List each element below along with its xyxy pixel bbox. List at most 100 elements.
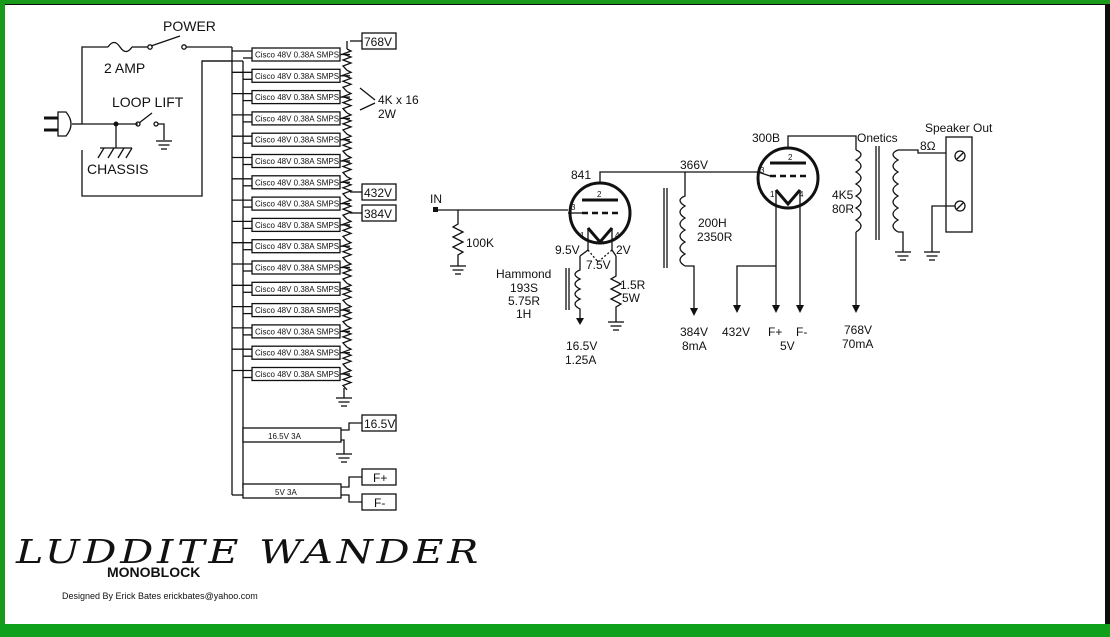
rail-fminus-box bbox=[361, 493, 397, 511]
supply-16v-label: 16.5V 3A bbox=[268, 432, 302, 441]
designer-credit: Designed By Erick Bates erickbates@yahoo… bbox=[62, 591, 258, 601]
mains-plug-icon bbox=[57, 111, 72, 137]
driver-pin3: 3 bbox=[571, 203, 576, 212]
bleeder-resistor bbox=[341, 325, 353, 348]
speaker-terminal-block bbox=[945, 136, 973, 233]
driver-pin1: 1 bbox=[580, 231, 585, 240]
output-pin4: 4 bbox=[799, 190, 804, 199]
output-fplus-label: F+ bbox=[768, 325, 782, 339]
interstage-coil bbox=[679, 172, 687, 267]
interstage-supply-arrow bbox=[690, 308, 698, 316]
driver-fil-mid-v: 7.5V bbox=[586, 258, 611, 272]
interstage-label-2: 2350R bbox=[697, 230, 733, 244]
smps-module-label: Cisco 48V 0.38A SMPS bbox=[255, 264, 339, 273]
smps-module-label: Cisco 48V 0.38A SMPS bbox=[255, 136, 339, 145]
ot-primary-coil bbox=[854, 149, 862, 233]
speaker-impedance-label: 8Ω bbox=[920, 139, 936, 153]
supply-16v-out bbox=[341, 422, 362, 431]
power-label: POWER bbox=[163, 18, 216, 34]
supply-16v-ground-icon bbox=[336, 453, 352, 463]
grid-ground-icon bbox=[450, 265, 466, 275]
interstage-supply-v: 384V bbox=[680, 325, 708, 339]
supply-5v-label: 5V 3A bbox=[275, 488, 297, 497]
smps-module-label: Cisco 48V 0.38A SMPS bbox=[255, 349, 339, 358]
output-fil-minus-arrow bbox=[796, 305, 804, 313]
bleeder-resistor bbox=[341, 48, 353, 71]
resistor-label-count: 4K x 16 bbox=[378, 93, 419, 107]
driver-supply-v: 16.5V bbox=[566, 339, 597, 353]
driver-plate-wire bbox=[599, 171, 685, 183]
smps-module-label: Cisco 48V 0.38A SMPS bbox=[255, 306, 339, 315]
smps-module-label: Cisco 48V 0.38A SMPS bbox=[255, 370, 339, 379]
supply-5v-plus-wire bbox=[341, 476, 362, 488]
smps-module-label: Cisco 48V 0.38A SMPS bbox=[255, 114, 339, 123]
bleeder-resistor-chain bbox=[341, 41, 353, 391]
smps-module-label: Cisco 48V 0.38A SMPS bbox=[255, 72, 339, 81]
driver-supply-i: 1.25A bbox=[565, 353, 596, 367]
bleeder-resistor bbox=[341, 176, 353, 199]
ot-supply-v: 768V bbox=[844, 323, 872, 337]
smps-module-label: Cisco 48V 0.38A SMPS bbox=[255, 93, 339, 102]
ot-label-secondary: 80R bbox=[832, 202, 854, 216]
cathode-resistor-label-1: 1.5R bbox=[620, 278, 646, 292]
supply-5v-box bbox=[242, 483, 342, 499]
output-fil-v: 5V bbox=[780, 339, 795, 353]
fuse-label: 2 AMP bbox=[104, 60, 145, 76]
driver-fil-right-v: 2V bbox=[616, 243, 631, 257]
output-tube-label: 300B bbox=[752, 131, 780, 145]
smps-module-label: Cisco 48V 0.38A SMPS bbox=[255, 221, 339, 230]
ot-secondary-coil bbox=[892, 149, 900, 233]
supply-5v-minus-wire bbox=[341, 494, 362, 503]
cathode-ground-icon bbox=[608, 321, 624, 331]
output-bias-arrow bbox=[733, 305, 741, 313]
loop-lift-label: LOOP LIFT bbox=[112, 94, 184, 110]
project-subtitle: MONOBLOCK bbox=[107, 564, 201, 580]
input-stage: IN 100K bbox=[430, 192, 568, 275]
rail-fplus-label: F+ bbox=[373, 471, 387, 485]
chain-ground-icon bbox=[336, 397, 352, 407]
output-bias-v: 432V bbox=[722, 325, 750, 339]
fuse-symbol bbox=[107, 41, 133, 53]
driver-tube-label: 841 bbox=[571, 168, 591, 182]
speaker-out-label: Speaker Out bbox=[925, 121, 993, 135]
output-grid-lead bbox=[685, 171, 771, 177]
smps-module-label: Cisco 48V 0.38A SMPS bbox=[255, 327, 339, 336]
bleeder-resistor bbox=[341, 91, 353, 114]
rail-768-label: 768V bbox=[364, 35, 392, 49]
bleeder-resistor bbox=[341, 112, 353, 135]
bottom-border-strip bbox=[0, 624, 1110, 637]
smps-module-label: Cisco 48V 0.38A SMPS bbox=[255, 51, 339, 60]
left-border-strip bbox=[0, 0, 5, 637]
cathode-resistor-label-2: 5W bbox=[622, 291, 641, 305]
driver-pin2: 2 bbox=[597, 190, 602, 199]
smps-modules: Cisco 48V 0.38A SMPS Cisco 48V 0.38A SMPS… bbox=[232, 47, 350, 382]
bleeder-resistor bbox=[341, 261, 353, 284]
output-fil-plus-arrow bbox=[772, 305, 780, 313]
ot-ground-icon bbox=[895, 251, 911, 261]
loop-lift-ground-wire bbox=[158, 123, 165, 140]
driver-pin4: 4 bbox=[615, 231, 620, 240]
bleeder-resistor bbox=[341, 218, 353, 242]
bleeder-resistor bbox=[341, 133, 353, 156]
interstage-choke: 200H 2350R 384V 8mA bbox=[663, 172, 733, 353]
bleeder-resistor bbox=[341, 197, 353, 220]
bleeder-resistor bbox=[341, 240, 353, 263]
chassis-ground-icon bbox=[97, 147, 133, 159]
supply-16v-box bbox=[242, 427, 342, 443]
output-stage: 3 2 1 4 300B 432V F+ F- 5V Onetics 4K5 8… bbox=[685, 121, 993, 353]
driver-fil-left-v: 9.5V bbox=[555, 243, 580, 257]
choke-label-4: 1H bbox=[516, 307, 531, 321]
top-border-strip bbox=[0, 0, 1110, 4]
resistor-leader-top bbox=[359, 87, 376, 101]
output-pin1: 1 bbox=[770, 190, 775, 199]
psu-section: Cisco 48V 0.38A SMPS Cisco 48V 0.38A SMPS… bbox=[202, 32, 419, 511]
loop-lift-contact-right bbox=[153, 121, 159, 127]
smps-module-label: Cisco 48V 0.38A SMPS bbox=[255, 178, 339, 187]
driver-filament bbox=[586, 227, 614, 245]
rail-384-label: 384V bbox=[364, 207, 392, 221]
driver-fil-mid-wire bbox=[587, 249, 613, 263]
ot-label-primary: 4K5 bbox=[832, 188, 854, 202]
speaker-hot-wire bbox=[898, 149, 958, 154]
rail-384-box bbox=[361, 204, 397, 222]
